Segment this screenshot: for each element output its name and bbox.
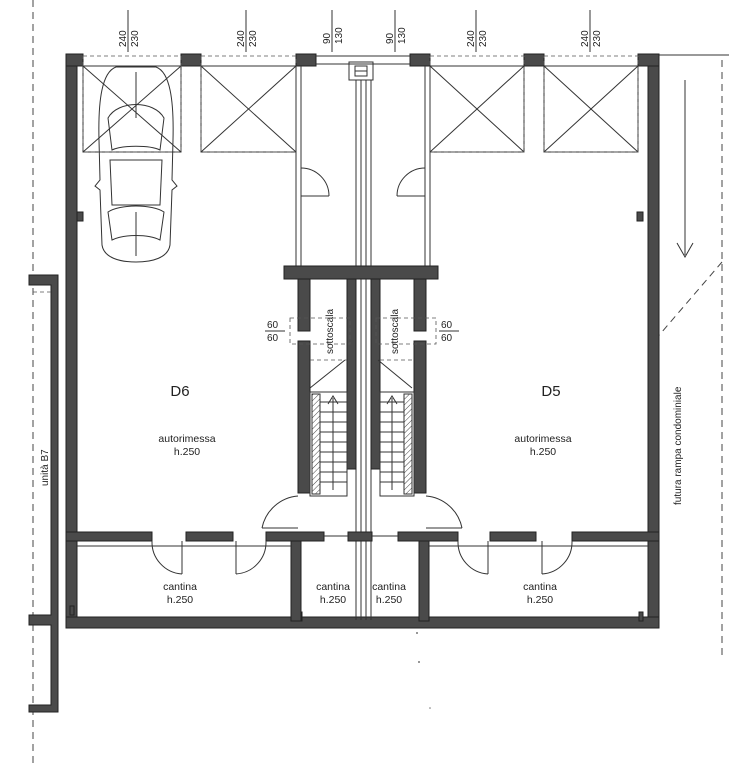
- ramp-note-label: futura rampa condominiale: [673, 386, 684, 505]
- cellar-3-height: h.250: [376, 594, 402, 606]
- window-3-width: 90: [322, 32, 333, 44]
- unit-d6-label: D6: [170, 383, 189, 400]
- car-icon: [94, 66, 178, 263]
- garage-right-height: h.250: [530, 446, 556, 458]
- right-opening-bottom: 60: [441, 333, 453, 344]
- cellar-2-label: cantina: [316, 581, 350, 593]
- skylights: [82, 55, 639, 153]
- garage-left-height: h.250: [174, 446, 200, 458]
- garage-left-label: autorimessa: [158, 433, 215, 445]
- window-3-height: 130: [334, 27, 345, 44]
- cellar-4-height: h.250: [527, 594, 553, 606]
- window-1-height: 230: [130, 30, 141, 47]
- window-6-height: 230: [592, 30, 603, 47]
- cellar-4-label: cantina: [523, 581, 557, 593]
- garage-right-label: autorimessa: [514, 433, 571, 445]
- stair-doors: [261, 495, 463, 529]
- cellar-1-label: cantina: [163, 581, 197, 593]
- window-2-height: 230: [248, 30, 259, 47]
- left-opening-top: 60: [267, 320, 279, 331]
- window-6-width: 240: [580, 30, 591, 47]
- stair-opening-dimensions: 60 60 60 60: [265, 320, 459, 344]
- right-opening-top: 60: [441, 320, 453, 331]
- window-4-width: 90: [385, 32, 396, 44]
- stairs-right: [379, 391, 415, 497]
- stair-block: [283, 265, 439, 494]
- cellar-2-height: h.250: [320, 594, 346, 606]
- cellar-walls: [65, 531, 660, 622]
- ramp-arrow-icon: [676, 80, 694, 259]
- window-1-width: 240: [118, 30, 129, 47]
- under-stairs-left-label: sottoscala: [325, 309, 336, 354]
- window-dimensions: 240 230 240 230 90 130 90 130 240 230 24…: [118, 10, 603, 52]
- stairs-left: [309, 391, 348, 497]
- window-4-height: 130: [397, 27, 408, 44]
- boundary-lines: [32, 0, 729, 768]
- unit-d5-label: D5: [541, 383, 560, 400]
- left-opening-bottom: 60: [267, 333, 279, 344]
- cellar-1-height: h.250: [167, 594, 193, 606]
- window-2-width: 240: [236, 30, 247, 47]
- window-5-height: 230: [478, 30, 489, 47]
- window-5-width: 240: [466, 30, 477, 47]
- neighbour-unit-wall: [28, 274, 59, 713]
- perimeter-walls: [65, 53, 660, 629]
- scan-specks: [416, 632, 431, 709]
- cellar-doors: [151, 535, 573, 575]
- under-stairs-right-label: sottoscala: [390, 309, 401, 354]
- neighbour-unit-label: unità B7: [40, 449, 51, 486]
- cellar-3-label: cantina: [372, 581, 406, 593]
